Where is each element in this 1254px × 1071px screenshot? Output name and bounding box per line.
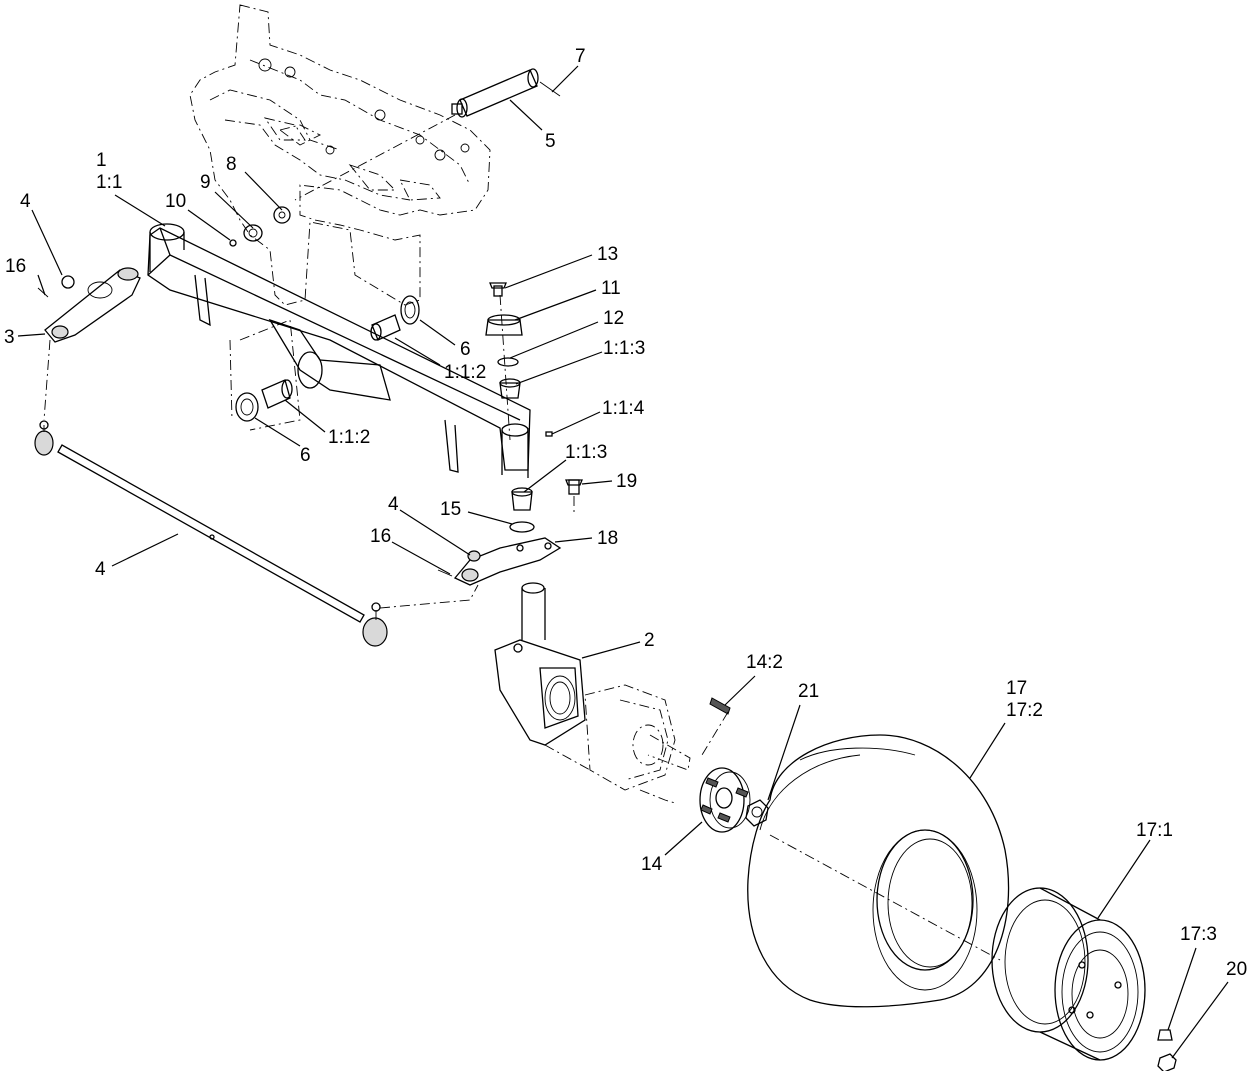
callout-3: 3	[4, 327, 15, 348]
callout-5: 5	[545, 131, 556, 152]
callout-7: 7	[575, 46, 586, 67]
callout-4-rod: 4	[95, 559, 106, 580]
tie-rod	[34, 420, 479, 647]
callout-14: 14	[641, 854, 663, 875]
callout-15: 15	[440, 499, 461, 520]
callout-6-left: 6	[300, 445, 311, 466]
bushings-and-washers	[235, 295, 420, 422]
valve-and-nut	[1157, 1029, 1177, 1071]
rim	[991, 887, 1146, 1061]
callout-14-2: 14:2	[746, 652, 783, 673]
callout-4-top: 4	[20, 191, 31, 212]
spindle-top-parts	[485, 282, 583, 533]
pivot-pin	[294, 68, 561, 201]
callout-1-1-3-mid: 1:1:3	[565, 442, 607, 463]
callout-1-1-2-left: 1:1:2	[328, 427, 370, 448]
callout-20: 20	[1226, 959, 1247, 980]
callout-19: 19	[616, 471, 637, 492]
callout-12: 12	[603, 308, 624, 329]
callout-1-1-3-top: 1:1:3	[603, 338, 645, 359]
callout-4-mid: 4	[388, 494, 399, 515]
callout-8: 8	[226, 154, 237, 175]
callout-10: 10	[165, 191, 186, 212]
callout-9: 9	[200, 172, 211, 193]
callout-1-1-2-right: 1:1:2	[444, 362, 486, 383]
callout-1-1-4: 1:1:4	[602, 398, 645, 419]
spindle-housing	[494, 582, 586, 746]
callout-17-3: 17:3	[1180, 924, 1217, 945]
callout-1-1: 1:1	[96, 172, 122, 193]
callout-13: 13	[597, 244, 618, 265]
callout-11: 11	[601, 278, 621, 299]
wheel-hub	[699, 697, 769, 833]
callout-21: 21	[798, 681, 819, 702]
hardware-8-9-10	[229, 206, 291, 247]
callout-1: 1	[96, 150, 107, 171]
steering-arm-left	[37, 267, 141, 421]
tire	[747, 734, 1010, 1008]
callout-17-2: 17:2	[1006, 700, 1043, 721]
callout-16-mid: 16	[370, 526, 391, 547]
front-axle	[147, 223, 531, 478]
frame-outline	[189, 4, 491, 431]
steering-plate	[437, 537, 562, 586]
callout-18: 18	[597, 528, 618, 549]
callout-16-top: 16	[5, 256, 26, 277]
callout-2: 2	[644, 630, 655, 651]
leader-lines	[17, 65, 1229, 1059]
callout-17: 17	[1006, 678, 1027, 699]
wheel-motor	[544, 684, 691, 804]
callout-6-right: 6	[460, 339, 471, 360]
callout-17-1: 17:1	[1136, 820, 1173, 841]
callout-labels: 7 5 1 1:1 8 9 10 4 16 3 13 11 12 1:1:3 6…	[4, 46, 1247, 980]
